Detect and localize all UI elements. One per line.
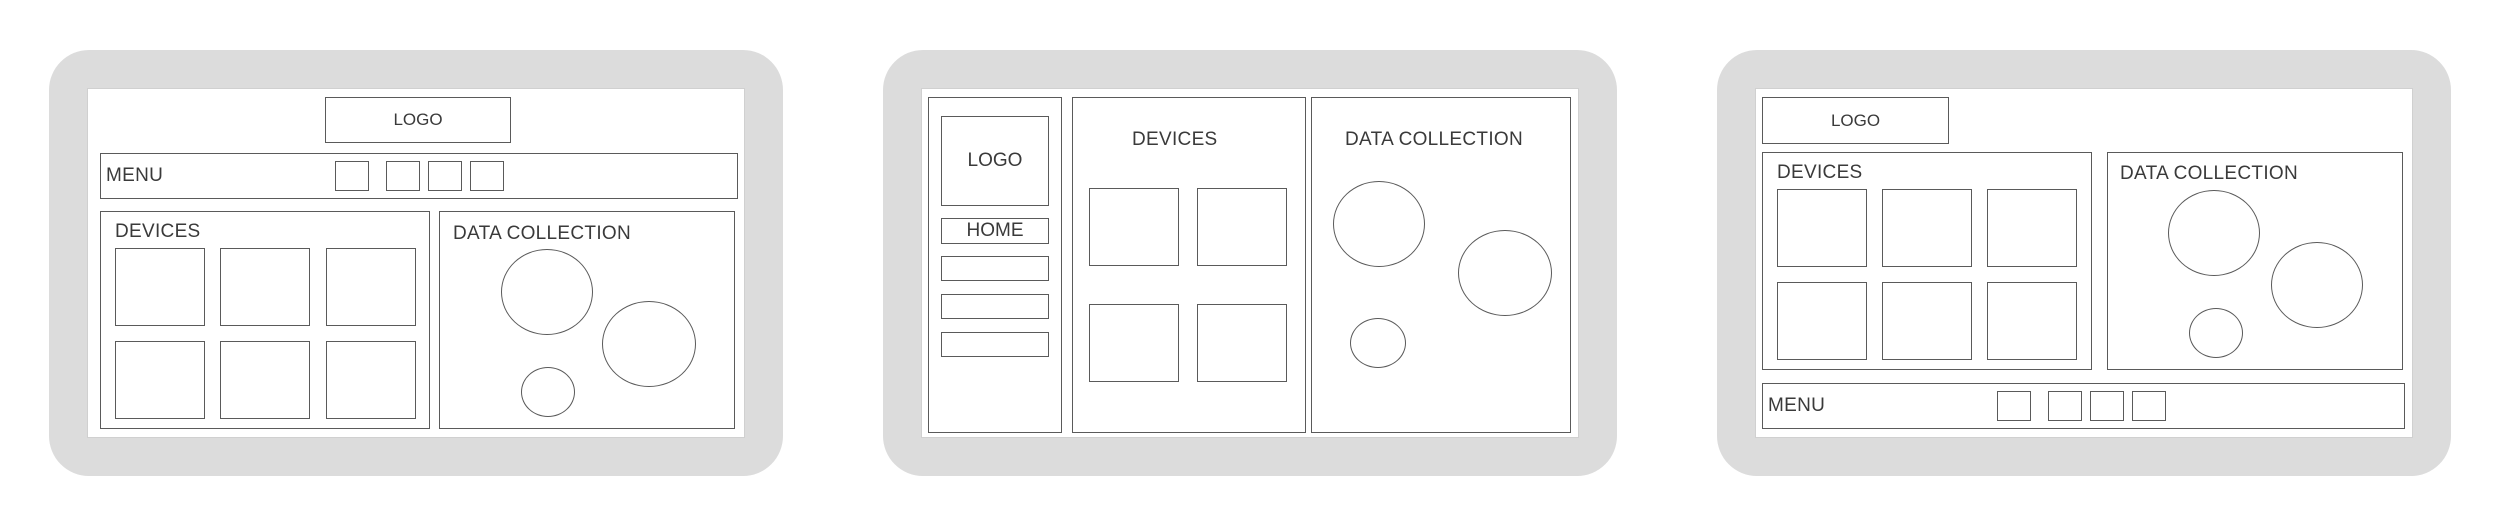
wireframe-2-device-frame: LOGO HOME DEVICES DATA COLLECTION xyxy=(883,50,1617,476)
devices-panel: DEVICES xyxy=(1762,152,2092,370)
menu-item[interactable] xyxy=(386,161,420,191)
logo-box[interactable]: LOGO xyxy=(941,116,1049,206)
wireframe-1-device-frame: LOGO MENU DEVICES DATA COLLECTION xyxy=(49,50,783,476)
logo-box[interactable]: LOGO xyxy=(1762,97,1949,144)
nav-item[interactable] xyxy=(941,294,1049,319)
sidebar: LOGO HOME xyxy=(928,97,1062,433)
data-circle[interactable] xyxy=(1458,230,1552,316)
logo-label: LOGO xyxy=(967,150,1023,171)
wireframe-2-screen: LOGO HOME DEVICES DATA COLLECTION xyxy=(921,88,1579,438)
menu-item[interactable] xyxy=(2048,391,2082,421)
devices-label: DEVICES xyxy=(1777,162,1863,183)
menu-item[interactable] xyxy=(1997,391,2031,421)
data-circle[interactable] xyxy=(1333,181,1425,267)
menu-item[interactable] xyxy=(470,161,504,191)
nav-item[interactable] xyxy=(941,332,1049,357)
menu-item[interactable] xyxy=(428,161,462,191)
data-circle[interactable] xyxy=(2271,242,2363,328)
data-circle[interactable] xyxy=(1350,318,1406,368)
logo-label: LOGO xyxy=(393,110,443,129)
devices-label: DEVICES xyxy=(115,221,201,242)
devices-panel: DEVICES xyxy=(100,211,430,429)
data-collection-label: DATA COLLECTION xyxy=(2120,163,2298,184)
menu-item[interactable] xyxy=(2132,391,2166,421)
home-nav-item[interactable]: HOME xyxy=(941,218,1049,244)
device-tile[interactable] xyxy=(1197,188,1287,266)
data-collection-label: DATA COLLECTION xyxy=(453,223,631,244)
device-tile[interactable] xyxy=(220,341,310,419)
device-tile[interactable] xyxy=(1987,189,2077,267)
home-label: HOME xyxy=(966,220,1024,241)
menu-label: MENU xyxy=(1768,395,1826,416)
wireframe-1-screen: LOGO MENU DEVICES DATA COLLECTION xyxy=(87,88,745,438)
data-circle[interactable] xyxy=(2168,190,2260,276)
device-tile[interactable] xyxy=(1882,189,1972,267)
device-tile[interactable] xyxy=(1987,282,2077,360)
data-collection-panel: DATA COLLECTION xyxy=(1311,97,1571,433)
data-circle[interactable] xyxy=(602,301,696,387)
device-tile[interactable] xyxy=(326,248,416,326)
device-tile[interactable] xyxy=(1777,189,1867,267)
menu-item[interactable] xyxy=(2090,391,2124,421)
devices-label: DEVICES xyxy=(1132,129,1218,150)
data-collection-panel: DATA COLLECTION xyxy=(439,211,735,429)
device-tile[interactable] xyxy=(220,248,310,326)
nav-item[interactable] xyxy=(941,256,1049,281)
menu-bar[interactable]: MENU xyxy=(1762,383,2405,429)
data-circle[interactable] xyxy=(501,249,593,335)
menu-item[interactable] xyxy=(335,161,369,191)
data-collection-panel: DATA COLLECTION xyxy=(2107,152,2403,370)
devices-panel: DEVICES xyxy=(1072,97,1306,433)
data-collection-label: DATA COLLECTION xyxy=(1345,129,1523,150)
device-tile[interactable] xyxy=(1089,304,1179,382)
data-circle[interactable] xyxy=(2189,308,2243,358)
menu-label: MENU xyxy=(106,165,164,186)
logo-box[interactable]: LOGO xyxy=(325,97,511,143)
menu-bar[interactable]: MENU xyxy=(100,153,738,199)
device-tile[interactable] xyxy=(115,248,205,326)
wireframe-3-device-frame: LOGO DEVICES DATA COLLECTION MENU xyxy=(1717,50,2451,476)
device-tile[interactable] xyxy=(1197,304,1287,382)
device-tile[interactable] xyxy=(1089,188,1179,266)
data-circle[interactable] xyxy=(521,367,575,417)
device-tile[interactable] xyxy=(115,341,205,419)
logo-label: LOGO xyxy=(1830,110,1881,130)
wireframe-3-screen: LOGO DEVICES DATA COLLECTION MENU xyxy=(1755,88,2413,438)
device-tile[interactable] xyxy=(326,341,416,419)
device-tile[interactable] xyxy=(1882,282,1972,360)
device-tile[interactable] xyxy=(1777,282,1867,360)
